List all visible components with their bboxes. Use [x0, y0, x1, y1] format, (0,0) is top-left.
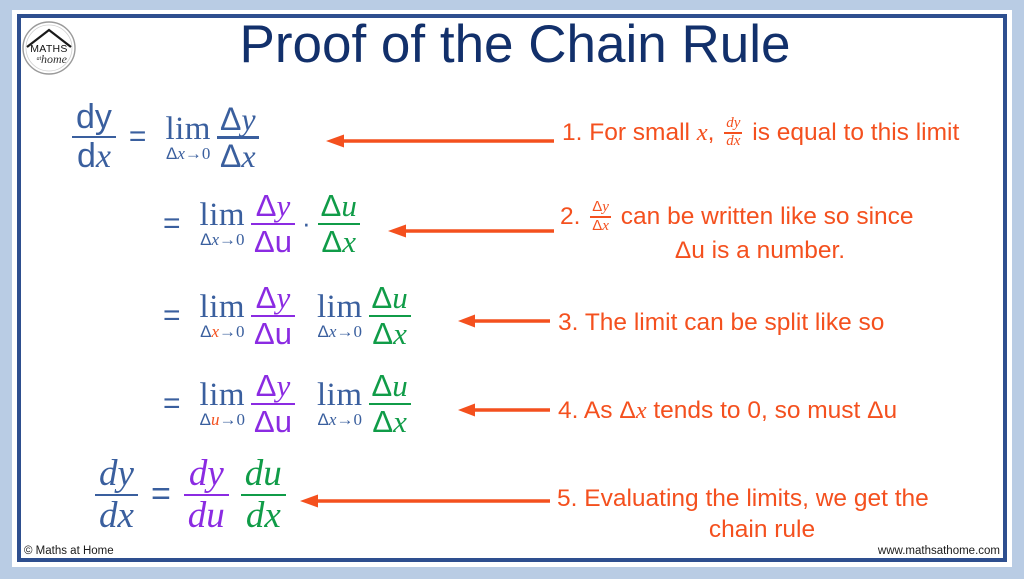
annotation-1: 1. For small x, dy dx is equal to this l…: [562, 115, 960, 150]
annotation-2-line1: can be written like so since: [620, 203, 914, 231]
equation-line-2: = lim Δx→0 Δy Δu · Δu Δx: [150, 190, 360, 258]
arrow-4: [458, 401, 550, 419]
equation-3-limit-b: lim Δx→0: [317, 289, 363, 342]
maths-at-home-logo: MATHS at home: [19, 18, 79, 78]
equation-line-3: = lim Δx→0 Δy Δu lim Δx→0 Δu Δx: [150, 282, 411, 350]
footer-website: www.mathsathome.com: [877, 545, 1000, 557]
annotation-5-line1: Evaluating the limits, we get the: [584, 485, 929, 512]
annotation-4-text-after: tends to 0, so must Δu: [653, 397, 898, 424]
equation-4-fraction-a: Δy Δu: [251, 370, 295, 438]
annotation-3: 3. The limit can be split like so: [558, 307, 884, 338]
equation-5-fraction-a: dy du: [183, 455, 229, 535]
equation-2-fraction-a: Δy Δu: [251, 190, 295, 258]
svg-text:at: at: [37, 56, 42, 62]
annotation-4-delta: Δ: [619, 397, 636, 424]
annotation-1-comma: ,: [707, 119, 715, 147]
equation-5-lhs: dy dx: [95, 455, 138, 535]
svg-text:home: home: [41, 52, 68, 66]
arrow-1: [326, 132, 554, 150]
annotation-3-text: The limit can be split like so: [584, 309, 885, 336]
equation-3-limit-a: lim Δx→0: [199, 289, 246, 342]
equation-2-limit: lim Δx→0: [199, 197, 246, 250]
equation-1-fraction: Δy Δx: [216, 102, 259, 173]
svg-text:MATHS: MATHS: [30, 43, 67, 55]
equation-4-limit-a: lim Δu→0: [199, 377, 246, 430]
annotation-5-line2: chain rule: [708, 516, 816, 544]
annotation-1-text-before: For small: [589, 119, 690, 147]
equation-line-1: dy dx = lim Δx→0 Δy Δx: [72, 100, 259, 175]
annotation-1-text-after: is equal to this limit: [752, 119, 960, 147]
footer-copyright: © Maths at Home: [24, 545, 114, 557]
annotation-1-fraction: dy dx: [724, 115, 743, 150]
arrow-5: [300, 492, 550, 510]
equation-line-5: dy dx = dy du du dx: [95, 455, 286, 535]
equation-5-fraction-b: du dx: [240, 455, 286, 535]
equation-4-limit-b: lim Δx→0: [317, 377, 363, 430]
annotation-5: 5. Evaluating the limits, we get the cha…: [557, 483, 967, 546]
annotation-4-number: 4.: [558, 397, 579, 424]
equation-1-limit: lim Δx→0: [165, 110, 211, 163]
equation-3-equals: =: [163, 298, 181, 332]
annotation-4: 4. As Δx tends to 0, so must Δu: [558, 395, 897, 426]
annotation-2-number: 2.: [560, 203, 581, 231]
annotation-2-fraction: Δy Δx: [590, 198, 611, 235]
page-title: Proof of the Chain Rule: [239, 15, 791, 74]
equation-1-equals: =: [128, 120, 147, 154]
equation-4-equals: =: [163, 386, 181, 420]
annotation-4-text-before: As: [583, 397, 613, 424]
annotation-1-variable: x: [696, 119, 708, 147]
arrow-2: [388, 222, 554, 240]
arrow-3: [458, 312, 550, 330]
annotation-2-line2: Δu is a number.: [674, 237, 846, 265]
equation-line-4: = lim Δu→0 Δy Δu lim Δx→0 Δu Δx: [150, 370, 411, 438]
equation-1-lhs: dy dx: [72, 100, 116, 175]
annotation-5-number: 5.: [557, 485, 578, 512]
equation-2-equals: =: [163, 206, 181, 240]
annotation-1-number: 1.: [562, 119, 583, 147]
equation-3-fraction-a: Δy Δu: [251, 282, 295, 350]
equation-5-equals: =: [150, 475, 171, 514]
equation-4-fraction-b: Δu Δx: [368, 370, 411, 438]
equation-3-fraction-b: Δu Δx: [368, 282, 411, 350]
annotation-3-number: 3.: [558, 309, 579, 336]
equation-2-fraction-b: Δu Δx: [317, 190, 360, 258]
annotation-4-variable: x: [635, 397, 647, 424]
equation-2-operator: ·: [302, 207, 311, 238]
annotation-2: 2. Δy Δx can be written like so since Δu…: [560, 198, 960, 267]
slide-navy-frame: [17, 14, 1007, 562]
